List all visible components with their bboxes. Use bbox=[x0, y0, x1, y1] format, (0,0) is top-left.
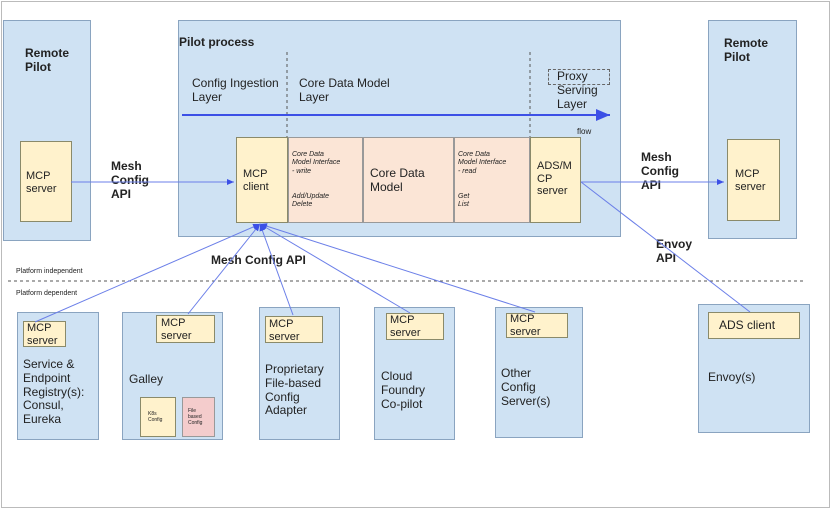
registry-mcp-server: MCP server bbox=[23, 321, 66, 347]
galley-mcp-server: MCP server bbox=[156, 315, 215, 343]
cdm-write-ops-label: Add/Update Delete bbox=[292, 193, 329, 209]
platform-dependent-label: Platform dependent bbox=[16, 290, 78, 297]
cloud-foundry-mcp-server-label: MCP server bbox=[390, 314, 421, 339]
cdm-interface-write-label: Core Data Model Interface - write bbox=[292, 151, 341, 175]
remote-pilot-left-title: Remote Pilot bbox=[25, 46, 70, 74]
remote-pilot-right-title: Remote Pilot bbox=[724, 36, 769, 64]
file-config-label: File based Config bbox=[188, 408, 203, 426]
proprietary-connector bbox=[259, 223, 294, 316]
registry-mcp-server-label: MCP server bbox=[27, 322, 58, 347]
envoy-box: ADS client Envoy(s) bbox=[698, 304, 810, 433]
cdm-interface-read-box: Core Data Model Interface - read Get Lis… bbox=[454, 137, 530, 223]
envoy-api-line bbox=[580, 181, 751, 313]
remote-pilot-left-mcp-server-label: MCP server bbox=[26, 170, 57, 195]
remote-pilot-right: Remote Pilot MCP server bbox=[708, 20, 797, 239]
platform-independent-label: Platform independent bbox=[16, 268, 83, 275]
envoy-ads-client-label: ADS client bbox=[719, 318, 776, 332]
galley-box: MCP server Galley K8s Config File based … bbox=[122, 312, 223, 440]
galley-mcp-server-label: MCP server bbox=[161, 317, 192, 342]
cloud-foundry-mcp-server: MCP server bbox=[386, 313, 444, 340]
cloud-foundry-connector bbox=[259, 223, 411, 314]
file-config-box: File based Config bbox=[182, 397, 215, 437]
k8s-config-box: K8s Config bbox=[140, 397, 176, 437]
other-config-label: Other Config Server(s) bbox=[501, 366, 551, 408]
other-config-mcp-server-label: MCP server bbox=[510, 313, 541, 338]
mesh-config-api-right-label: Mesh Config API bbox=[641, 150, 679, 192]
k8s-config-label: K8s Config bbox=[148, 411, 163, 423]
other-config-box: MCP server Other Config Server(s) bbox=[495, 307, 583, 438]
core-data-model-box: Core Data Model bbox=[363, 137, 454, 223]
envoy-ads-client: ADS client bbox=[708, 312, 800, 339]
proxy-serving-layer-label: Proxy Serving Layer bbox=[557, 69, 598, 111]
cloud-foundry-label: Cloud Foundry Co-pilot bbox=[381, 369, 426, 411]
mesh-config-api-center-label: Mesh Config API bbox=[211, 253, 306, 267]
cloud-foundry-box: MCP server Cloud Foundry Co-pilot bbox=[374, 307, 455, 440]
core-data-model-layer-label: Core Data Model Layer bbox=[299, 76, 390, 104]
cdm-interface-read-label: Core Data Model Interface - read bbox=[458, 151, 507, 175]
envoy-label: Envoy(s) bbox=[708, 370, 756, 384]
proprietary-mcp-server: MCP server bbox=[265, 316, 323, 343]
registry-connector bbox=[34, 223, 261, 323]
galley-connector bbox=[187, 223, 261, 315]
mcp-client-label: MCP client bbox=[243, 168, 269, 193]
envoy-api-label: Envoy API bbox=[656, 237, 693, 265]
mesh-config-api-left-label: Mesh Config API bbox=[111, 159, 149, 201]
proprietary-box: MCP server Proprietary File-based Config… bbox=[259, 307, 340, 440]
cdm-interface-write-box: Core Data Model Interface - write Add/Up… bbox=[288, 137, 363, 223]
galley-label: Galley bbox=[129, 372, 164, 386]
proprietary-mcp-server-label: MCP server bbox=[269, 318, 300, 343]
other-config-mcp-server: MCP server bbox=[506, 313, 568, 338]
registry-box: MCP server Service & Endpoint Registry(s… bbox=[17, 312, 99, 440]
ads-mcp-server-label: ADS/M CP server bbox=[537, 160, 572, 198]
remote-pilot-right-mcp-server-label: MCP server bbox=[735, 168, 766, 193]
cdm-read-ops-label: Get List bbox=[458, 193, 470, 209]
flow-label: flow bbox=[577, 127, 592, 136]
config-ingestion-layer-label: Config Ingestion Layer bbox=[192, 76, 279, 104]
other-config-connector bbox=[259, 223, 536, 313]
ads-mcp-server-box: ADS/M CP server bbox=[530, 137, 581, 223]
pilot-process-title: Pilot process bbox=[179, 35, 255, 49]
proxy-serving-dashed-box bbox=[548, 69, 610, 85]
remote-pilot-right-mcp-server: MCP server bbox=[727, 139, 780, 221]
mcp-client-box: MCP client bbox=[236, 137, 288, 223]
registry-label: Service & Endpoint Registry(s): Consul, … bbox=[23, 357, 85, 427]
core-data-model-label: Core Data Model bbox=[370, 166, 425, 194]
proprietary-label: Proprietary File-based Config Adapter bbox=[265, 362, 324, 418]
